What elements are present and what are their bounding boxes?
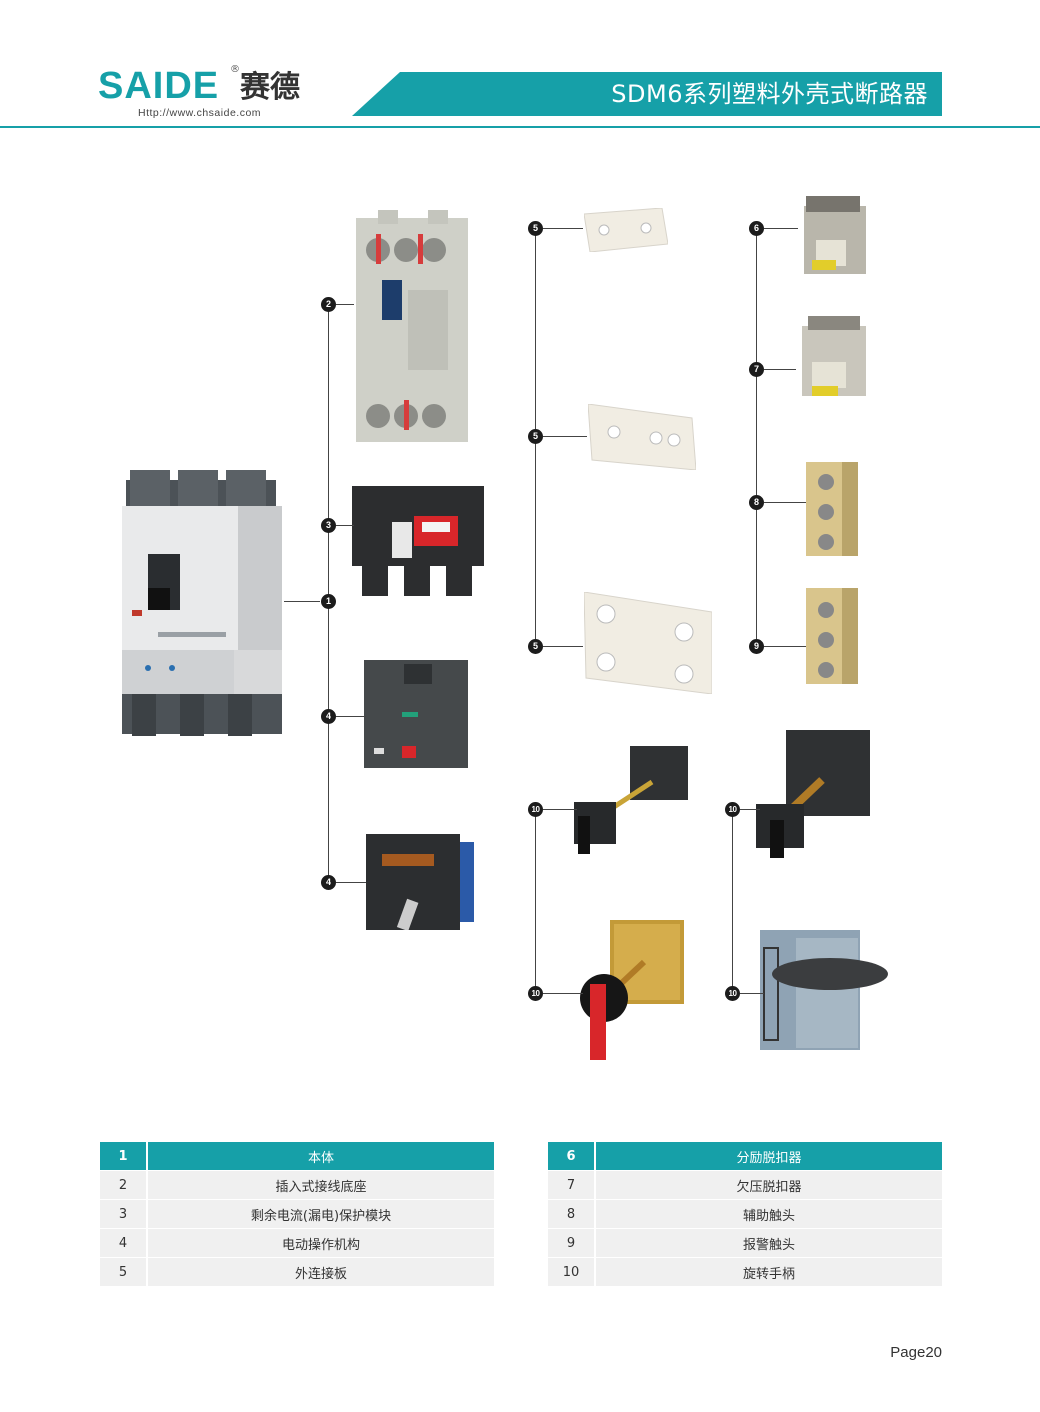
residual-current-module-image <box>352 486 484 596</box>
part-number: 3 <box>100 1199 148 1229</box>
alarm-contact-image <box>806 588 858 684</box>
logo-text: SAIDE <box>98 65 220 107</box>
auxiliary-contact-image <box>806 462 858 556</box>
motor-operator-image <box>364 660 468 768</box>
part-name: 报警触头 <box>595 1228 942 1258</box>
connector-1 <box>284 601 320 602</box>
connector-2 <box>336 304 354 305</box>
connector-9 <box>764 646 806 647</box>
table-row: 6 分励脱扣器 <box>548 1142 942 1171</box>
connection-plate-medium-image <box>588 404 696 470</box>
header-divider <box>0 126 1040 128</box>
part-name: 外连接板 <box>147 1257 494 1287</box>
connector-trunk-6-9 <box>756 228 757 646</box>
callout-10c: 10 <box>725 802 740 817</box>
header-title-band: SDM6系列塑料外壳式断路器 <box>352 72 942 116</box>
breaker-body-image <box>122 470 282 736</box>
connector-10a <box>543 809 577 810</box>
connector-trunk-left <box>328 304 329 882</box>
callout-5c: 5 <box>528 639 543 654</box>
part-name: 电动操作机构 <box>147 1228 494 1258</box>
connector-10c <box>740 809 760 810</box>
logo-chinese-name: 赛德 <box>240 70 300 105</box>
table-row: 4 电动操作机构 <box>100 1228 494 1258</box>
callout-10b: 10 <box>528 986 543 1001</box>
parts-table-left: 1 本体 2 插入式接线底座 3 剩余电流(漏电)保护模块 4 电动操作机构 5… <box>100 1142 494 1287</box>
table-row: 8 辅助触头 <box>548 1199 942 1229</box>
part-number: 2 <box>100 1170 148 1200</box>
plug-in-base-image <box>356 210 468 442</box>
rotary-handle-large-image <box>756 730 870 858</box>
connector-5b <box>543 436 587 437</box>
undervoltage-release-image <box>802 316 866 396</box>
callout-4b: 4 <box>321 875 336 890</box>
table-row: 2 插入式接线底座 <box>100 1170 494 1200</box>
callout-4a: 4 <box>321 709 336 724</box>
callout-2: 2 <box>321 297 336 312</box>
table-row: 3 剩余电流(漏电)保护模块 <box>100 1199 494 1229</box>
callout-5a: 5 <box>528 221 543 236</box>
accessory-diagram: 2 3 1 4 4 5 5 5 6 7 8 9 10 10 10 10 <box>122 196 888 1060</box>
connection-plate-small-image <box>584 208 668 252</box>
callout-9: 9 <box>749 639 764 654</box>
registered-mark: ® <box>230 64 240 75</box>
connector-trunk-10-left <box>535 809 536 993</box>
connector-8 <box>764 502 806 503</box>
callout-1: 1 <box>321 594 336 609</box>
part-name: 欠压脱扣器 <box>595 1170 942 1200</box>
callout-10d: 10 <box>725 986 740 1001</box>
connector-3 <box>336 525 354 526</box>
part-number: 6 <box>548 1142 596 1171</box>
connector-4a <box>336 716 366 717</box>
table-row: 9 报警触头 <box>548 1228 942 1258</box>
table-row: 7 欠压脱扣器 <box>548 1170 942 1200</box>
connector-7 <box>764 369 796 370</box>
callout-8: 8 <box>749 495 764 510</box>
part-name: 本体 <box>147 1142 494 1171</box>
part-number: 7 <box>548 1170 596 1200</box>
connector-5a <box>543 228 583 229</box>
connector-10b <box>543 993 583 994</box>
callout-10a: 10 <box>528 802 543 817</box>
connector-6 <box>764 228 798 229</box>
part-name: 插入式接线底座 <box>147 1170 494 1200</box>
table-row: 5 外连接板 <box>100 1257 494 1287</box>
part-number: 1 <box>100 1142 148 1171</box>
part-name: 剩余电流(漏电)保护模块 <box>147 1199 494 1229</box>
rotary-handle-extended-image <box>574 746 688 854</box>
part-number: 4 <box>100 1228 148 1258</box>
website-url: Http://www.chsaide.com <box>138 107 262 119</box>
connector-trunk-10-right <box>732 809 733 993</box>
part-number: 8 <box>548 1199 596 1229</box>
rotary-handle-panel-image <box>760 930 888 1050</box>
part-name: 分励脱扣器 <box>595 1142 942 1171</box>
callout-7: 7 <box>749 362 764 377</box>
table-row: 1 本体 <box>100 1142 494 1171</box>
page-number: Page20 <box>890 1344 942 1361</box>
motor-operator-alt-image <box>366 834 474 930</box>
callout-3: 3 <box>321 518 336 533</box>
connector-10d <box>740 993 764 994</box>
company-logo: SAIDE ® 赛德 Http://www.chsaide.com <box>98 64 328 124</box>
table-row: 10 旋转手柄 <box>548 1257 942 1287</box>
part-number: 10 <box>548 1257 596 1287</box>
callout-5b: 5 <box>528 429 543 444</box>
parts-table-right: 6 分励脱扣器 7 欠压脱扣器 8 辅助触头 9 报警触头 10 旋转手柄 <box>548 1142 942 1287</box>
callout-6: 6 <box>749 221 764 236</box>
part-number: 5 <box>100 1257 148 1287</box>
page-title: SDM6系列塑料外壳式断路器 <box>611 80 928 108</box>
connection-plate-large-image <box>584 592 712 694</box>
shunt-release-image <box>804 196 866 274</box>
part-number: 9 <box>548 1228 596 1258</box>
connector-4b <box>336 882 366 883</box>
rotary-handle-red-image <box>580 920 684 1060</box>
part-name: 辅助触头 <box>595 1199 942 1229</box>
part-name: 旋转手柄 <box>595 1257 942 1287</box>
connector-5c <box>543 646 583 647</box>
